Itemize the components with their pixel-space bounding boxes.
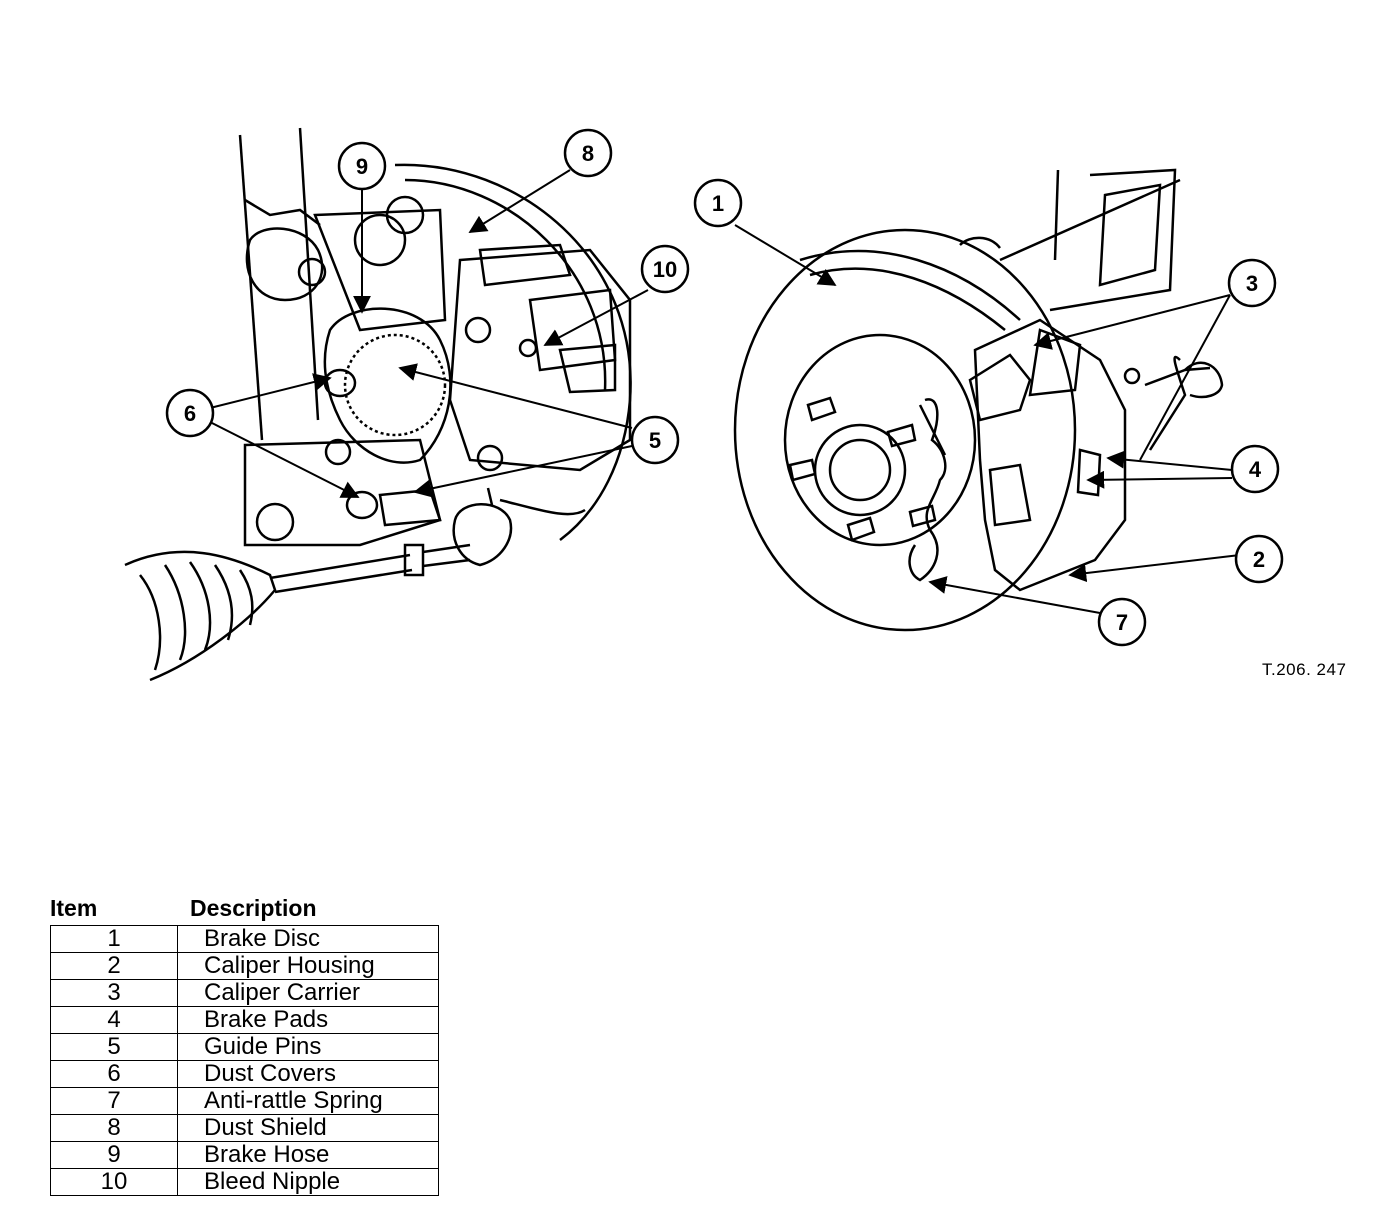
- callout-7: 7: [1097, 597, 1147, 647]
- callout-1-label: 1: [712, 191, 724, 216]
- item-number: 3: [50, 979, 178, 1007]
- callout-1: 1: [693, 178, 743, 228]
- callout-leaders: [209, 169, 1241, 614]
- callout-4: 4: [1230, 444, 1280, 494]
- callout-10-label: 10: [653, 257, 677, 282]
- callout-2-label: 2: [1253, 547, 1265, 572]
- legend-header-description: Description: [190, 895, 317, 921]
- item-number: 2: [50, 952, 178, 980]
- callout-2: 2: [1234, 534, 1284, 584]
- right-view-illustration: [733, 168, 1224, 632]
- item-description: Bleed Nipple: [177, 1168, 439, 1196]
- callout-8-label: 8: [582, 141, 594, 166]
- callout-9-label: 9: [356, 154, 368, 179]
- legend-header: Item Description: [50, 895, 439, 925]
- item-description: Guide Pins: [177, 1033, 439, 1061]
- callout-4-label: 4: [1249, 457, 1262, 482]
- legend-header-item: Item: [50, 895, 98, 921]
- item-description: Anti-rattle Spring: [177, 1087, 439, 1115]
- callout-7-label: 7: [1116, 610, 1128, 635]
- item-description: Dust Shield: [177, 1114, 439, 1142]
- callout-8: 8: [563, 128, 613, 178]
- callout-10: 10: [640, 244, 690, 294]
- item-number: 5: [50, 1033, 178, 1061]
- callout-5: 5: [630, 415, 680, 465]
- left-view-illustration: [124, 127, 632, 682]
- callout-6-label: 6: [184, 401, 196, 426]
- figure-reference: T.206. 247: [1262, 660, 1347, 679]
- brake-assembly-diagram: 1 2 3 4 5 6 7 8 9 10: [124, 127, 1284, 682]
- callout-5-label: 5: [649, 428, 661, 453]
- item-description: Brake Pads: [177, 1006, 439, 1034]
- callout-3: 3: [1227, 258, 1277, 308]
- item-description: Brake Hose: [177, 1141, 439, 1169]
- item-description: Brake Disc: [177, 925, 439, 953]
- item-description: Dust Covers: [177, 1060, 439, 1088]
- item-number: 8: [50, 1114, 178, 1142]
- callout-3-label: 3: [1246, 271, 1258, 296]
- callout-9: 9: [337, 141, 387, 191]
- item-number: 10: [50, 1168, 178, 1196]
- item-number: 1: [50, 925, 178, 953]
- item-number: 9: [50, 1141, 178, 1169]
- item-description: Caliper Carrier: [177, 979, 439, 1007]
- item-number: 6: [50, 1060, 178, 1088]
- item-description: Caliper Housing: [177, 952, 439, 980]
- callout-6: 6: [165, 388, 215, 438]
- item-number: 7: [50, 1087, 178, 1115]
- item-number: 4: [50, 1006, 178, 1034]
